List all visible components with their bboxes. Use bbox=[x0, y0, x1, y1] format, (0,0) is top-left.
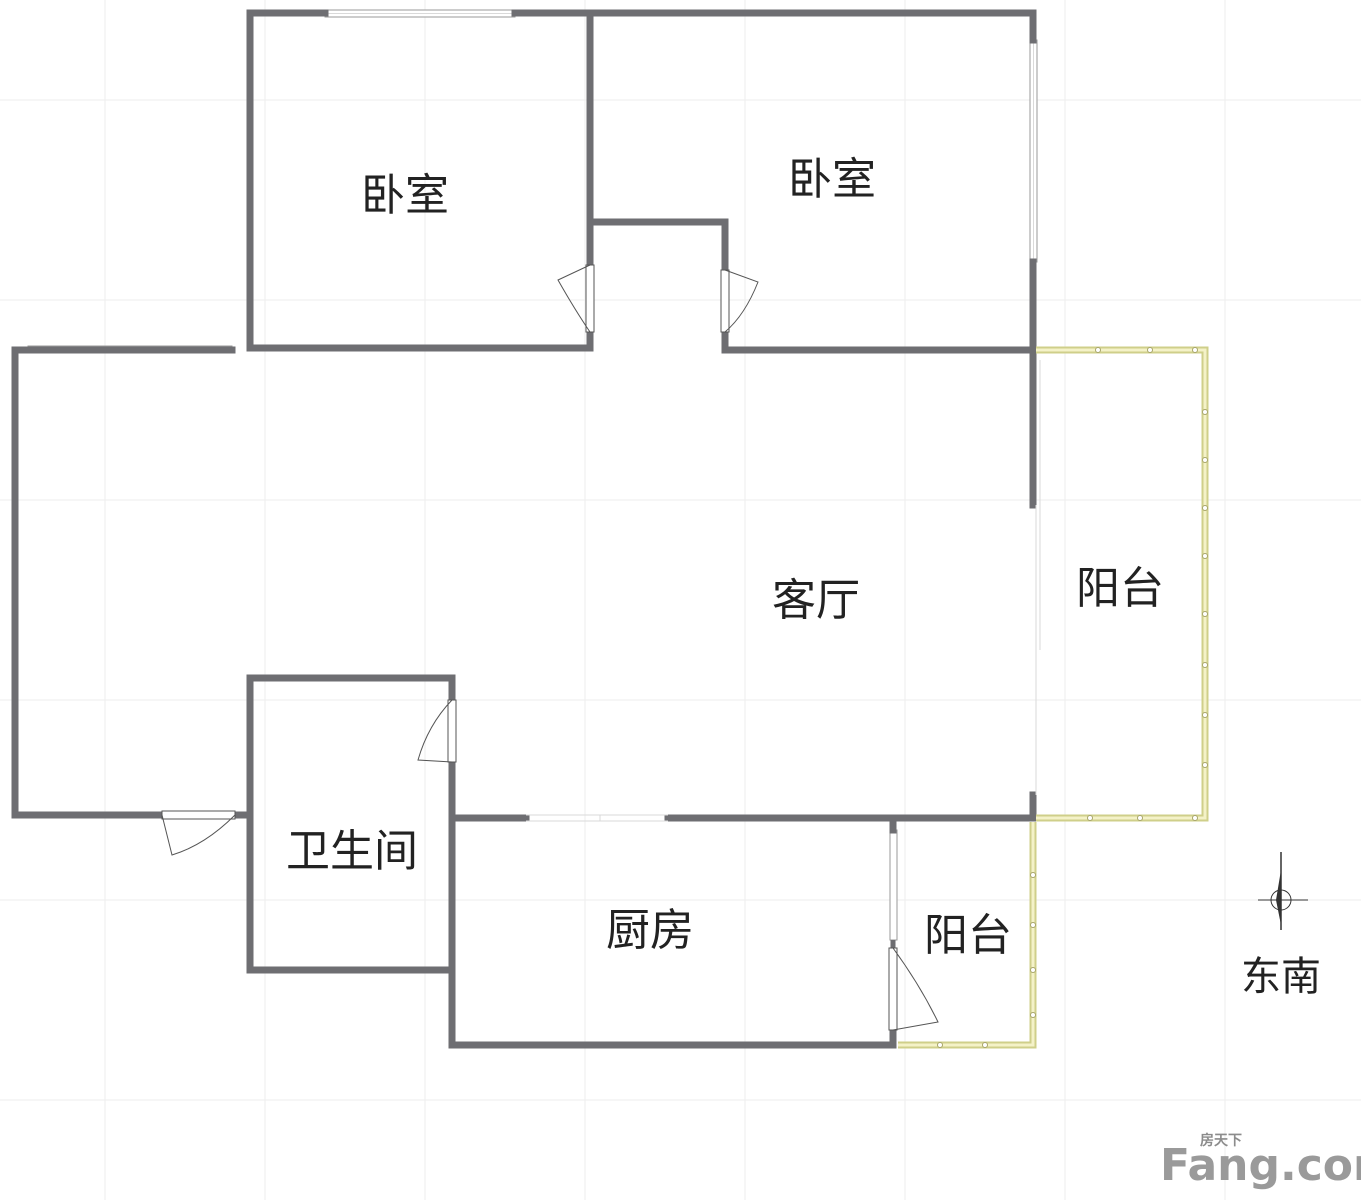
room-label-bedroom-left: 卧室 bbox=[361, 170, 449, 221]
window-kitchen-balcony bbox=[889, 829, 898, 941]
fang-logo: 房天下 Fang.com bbox=[1160, 1132, 1361, 1191]
walls bbox=[11, 9, 1037, 1049]
door-entrance bbox=[161, 810, 236, 856]
compass-orientation-label: 东南 bbox=[1241, 954, 1321, 1000]
watermark-small-text: 房天下 bbox=[1200, 1132, 1242, 1149]
door-bedroom-right bbox=[720, 269, 759, 333]
room-label-living-room: 客厅 bbox=[772, 575, 860, 626]
watermark-brand-text: Fang.com bbox=[1160, 1140, 1361, 1191]
openings bbox=[526, 360, 1041, 822]
room-label-kitchen: 厨房 bbox=[606, 905, 694, 956]
room-label-bedroom-right: 卧室 bbox=[788, 154, 876, 205]
door-bathroom bbox=[417, 699, 457, 763]
balcony-south-rail bbox=[898, 822, 1037, 1049]
room-label-bathroom: 卫生间 bbox=[286, 826, 418, 877]
balcony-east-rail bbox=[1036, 346, 1209, 822]
windows bbox=[27, 9, 1038, 941]
door-bedroom-left bbox=[557, 264, 595, 333]
room-label-balcony-east: 阳台 bbox=[1076, 563, 1164, 614]
compass-icon bbox=[1258, 852, 1308, 930]
door-kitchen-balcony bbox=[888, 947, 939, 1031]
room-label-balcony-south: 阳台 bbox=[924, 910, 1012, 961]
